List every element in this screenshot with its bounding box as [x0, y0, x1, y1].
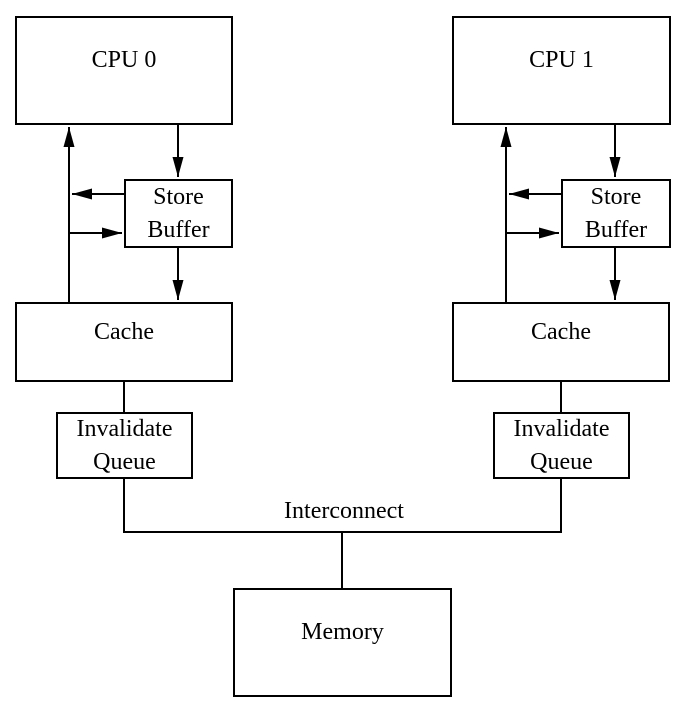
- cache0-label: Cache: [94, 318, 154, 345]
- cache1-box: Cache: [452, 302, 670, 382]
- store-buffer1-box: Store Buffer: [561, 179, 671, 248]
- cpu1-box: CPU 1: [452, 16, 671, 125]
- store-buffer0-box: Store Buffer: [124, 179, 233, 248]
- cache1-label: Cache: [531, 318, 591, 345]
- cpu0-box: CPU 0: [15, 16, 233, 125]
- store-buffer0-label: Store Buffer: [147, 183, 210, 243]
- cpu0-label: CPU 0: [91, 47, 157, 73]
- invalidate-queue1-box: Invalidate Queue: [493, 412, 630, 479]
- cache0-box: Cache: [15, 302, 233, 382]
- invalidate-queue1-label: Invalidate Queue: [513, 415, 610, 475]
- cpu1-label: CPU 1: [529, 47, 594, 73]
- store-buffer1-label: Store Buffer: [584, 183, 648, 243]
- interconnect-label: Interconnect: [284, 498, 404, 524]
- invalidate-queue0-label: Invalidate Queue: [76, 415, 173, 475]
- memory-box: Memory: [233, 588, 452, 697]
- invalidate-queue0-box: Invalidate Queue: [56, 412, 193, 479]
- memory-label: Memory: [301, 619, 384, 645]
